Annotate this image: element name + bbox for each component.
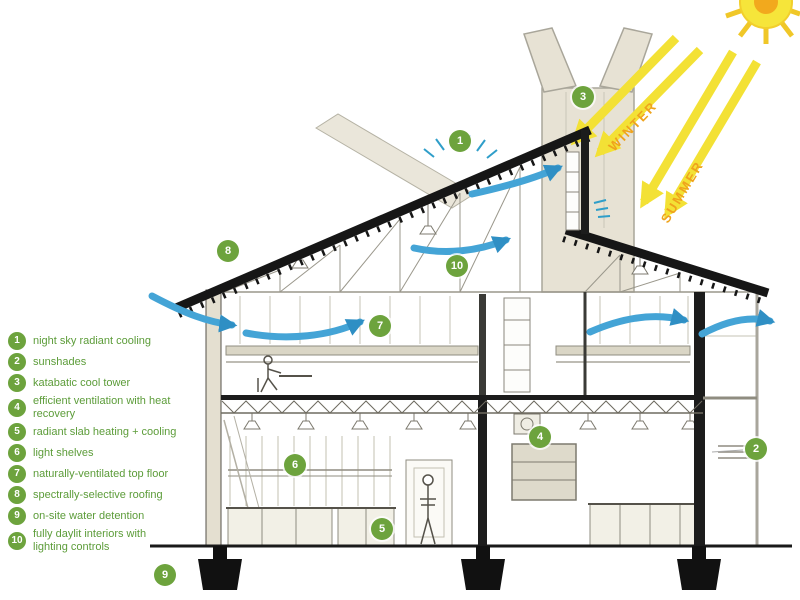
legend-item-5: 5 radiant slab heating + cooling — [8, 423, 198, 442]
roof — [174, 125, 770, 318]
diagram-badge-1: 1 — [449, 130, 471, 152]
ground-floor-interior — [223, 413, 758, 546]
winter-sun-arrows — [570, 34, 704, 158]
seated-person — [257, 355, 312, 393]
legend-item-9: 9 on-site water detention — [8, 507, 198, 526]
legend-label-2: sunshades — [33, 355, 87, 368]
legend-badge-6: 6 — [8, 444, 26, 463]
diagram-badge-5: 5 — [371, 518, 393, 540]
diagram-badge-4: 4 — [529, 426, 551, 448]
airflow-arrows — [148, 164, 776, 341]
standing-person — [420, 474, 436, 545]
legend-badge-1: 1 — [8, 332, 26, 350]
legend-badge-3: 3 — [8, 374, 26, 392]
diagram-badge-10: 10 — [446, 255, 468, 277]
legend: 1 night sky radiant cooling 2 sunshades … — [8, 332, 198, 554]
legend-item-6: 6 light shelves — [8, 444, 198, 463]
legend-badge-9: 9 — [8, 507, 26, 526]
diagram-badge-9: 9 — [154, 564, 176, 586]
legend-label-6: light shelves — [33, 446, 94, 459]
sun-icon — [725, 0, 800, 44]
diagram-badge-2: 2 — [745, 438, 767, 460]
legend-item-4: 4 efficient ventilation with heat recove… — [8, 395, 198, 420]
legend-item-8: 8 spectrally-selective roofing — [8, 486, 198, 505]
legend-badge-5: 5 — [8, 423, 26, 442]
legend-badge-2: 2 — [8, 353, 26, 371]
diagram-badge-7: 7 — [369, 315, 391, 337]
legend-label-1: night sky radiant cooling — [33, 334, 152, 347]
legend-item-3: 3 katabatic cool tower — [8, 374, 198, 392]
legend-item-1: 1 night sky radiant cooling — [8, 332, 198, 350]
legend-label-9: on-site water detention — [33, 509, 145, 522]
diagram-badge-6: 6 — [284, 454, 306, 476]
legend-label-8: spectrally-selective roofing — [33, 488, 163, 501]
structure — [205, 289, 759, 546]
legend-item-10: 10 fully daylit interiors with lighting … — [8, 528, 198, 553]
attic-trusses — [222, 166, 756, 293]
legend-label-7: naturally-ventilated top floor — [33, 467, 169, 480]
legend-badge-4: 4 — [8, 398, 26, 417]
ground-and-footings — [150, 544, 792, 590]
upper-floor-interior — [225, 296, 757, 393]
legend-label-10: fully daylit interiors with lighting con… — [33, 528, 147, 553]
diagram-badge-8: 8 — [217, 240, 239, 262]
summer-sun-arrows — [640, 49, 761, 219]
diagram-badge-3: 3 — [572, 86, 594, 108]
legend-item-7: 7 naturally-ventilated top floor — [8, 465, 198, 484]
legend-badge-8: 8 — [8, 486, 26, 505]
legend-item-2: 2 sunshades — [8, 353, 198, 371]
legend-badge-7: 7 — [8, 465, 26, 484]
legend-badge-10: 10 — [8, 531, 26, 550]
legend-label-4: efficient ventilation with heat recovery — [33, 395, 171, 420]
legend-label-3: katabatic cool tower — [33, 376, 131, 389]
legend-label-5: radiant slab heating + cooling — [33, 425, 177, 438]
